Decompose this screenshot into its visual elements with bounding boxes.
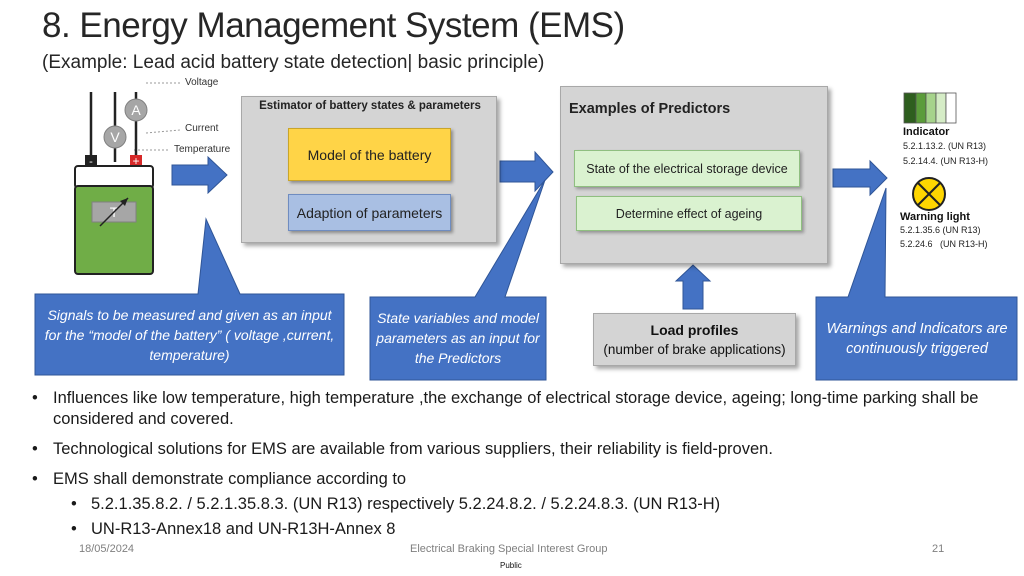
callout-signals-shape	[34, 217, 345, 376]
footer-org: Electrical Braking Special Interest Grou…	[410, 543, 608, 555]
bullet-item: Technological solutions for EMS are avai…	[28, 439, 1008, 460]
bullet-item: EMS shall demonstrate compliance accordi…	[28, 469, 1008, 490]
arrow-right-icon	[171, 155, 228, 195]
callout-state-shape	[369, 179, 547, 381]
footer-date: 18/05/2024	[79, 543, 135, 555]
minus-terminal	[85, 155, 97, 167]
voltage-label: Voltage	[185, 77, 219, 88]
battery-wires	[89, 92, 138, 162]
indicator-ref1: 5.2.1.13.2. (UN R13)	[903, 141, 987, 151]
plus-terminal	[130, 155, 142, 167]
indicator-label: Indicator	[903, 126, 950, 138]
warning-light-ref1: 5.2.1.35.6 (UN R13)	[900, 225, 981, 235]
temperature-label: Temperature	[174, 144, 231, 155]
footer-classification: Public	[500, 561, 522, 570]
warning-light-ref2: 5.2.24.6 (UN R13-H)	[900, 239, 988, 249]
callout-signals-text: Signals to be measured and given as an i…	[44, 307, 335, 363]
ageing-effect-box: Determine effect of ageing	[576, 196, 802, 231]
sub-bullet-item: UN-R13-Annex18 and UN-R13H-Annex 8	[28, 519, 1008, 540]
model-of-battery-box: Model of the battery	[288, 128, 451, 181]
page-subtitle: (Example: Lead acid battery state detect…	[42, 52, 545, 73]
page-title: 8. Energy Management System (EMS)	[42, 6, 625, 45]
minus-label: -	[89, 156, 93, 168]
voltmeter-label: V	[110, 129, 120, 145]
ammeter-icon: A	[124, 98, 148, 122]
load-profiles-title: Load profiles	[650, 322, 739, 338]
callout-warnings-shape	[815, 187, 1018, 381]
warning-light-icon	[912, 177, 946, 211]
bullet-list: Influences like low temperature, high te…	[28, 388, 1008, 540]
state-of-storage-box: State of the electrical storage device	[574, 150, 800, 187]
warning-light-label: Warning light	[900, 211, 970, 223]
callout-warnings-text: Warnings and Indicators are continuously…	[826, 321, 1008, 357]
plus-label: +	[132, 154, 139, 168]
indicator-ref2: 5.2.14.4. (UN R13-H)	[903, 156, 989, 166]
ammeter-label: A	[131, 102, 141, 118]
estimator-title: Estimator of battery states & parameters	[259, 100, 481, 112]
footer-page-number: 21	[932, 543, 945, 555]
load-profiles-subtitle: (number of brake applications)	[603, 342, 786, 357]
sub-bullet-item: 5.2.1.35.8.2. / 5.2.1.35.8.3. (UN R13) r…	[28, 494, 1008, 515]
adaption-of-parameters-box: Adaption of parameters	[288, 194, 451, 231]
arrow-right-icon	[499, 150, 554, 193]
thermometer-icon: T	[91, 197, 137, 227]
arrow-right-icon	[832, 159, 888, 197]
voltmeter-icon: V	[103, 125, 127, 149]
predictors-title: Examples of Predictors	[569, 101, 731, 117]
bullet-item: Influences like low temperature, high te…	[28, 388, 1008, 430]
indicator-bar-icon	[903, 92, 957, 124]
load-profiles-box: Load profiles (number of brake applicati…	[593, 313, 796, 366]
arrow-up-icon	[674, 264, 712, 310]
callout-state-text: State variables and model parameters as …	[376, 310, 540, 366]
current-label: Current	[185, 123, 219, 134]
